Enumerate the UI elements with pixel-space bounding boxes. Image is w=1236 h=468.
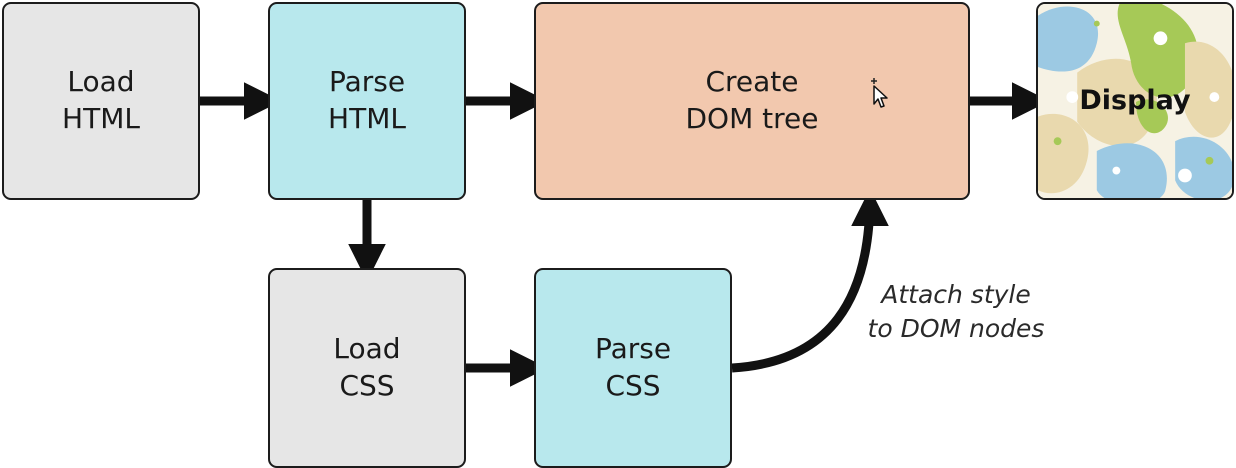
node-label: Load bbox=[333, 332, 401, 366]
node-label: Parse bbox=[328, 65, 406, 99]
node-label: HTML bbox=[62, 102, 140, 135]
node-label: Create bbox=[705, 65, 799, 99]
mouse-cursor-icon bbox=[871, 78, 888, 108]
attach-style-annotation: Attach style to DOM nodes bbox=[836, 278, 1076, 346]
node-label: HTML bbox=[328, 102, 406, 135]
node-load-css: Load CSS bbox=[268, 268, 466, 468]
node-label: Parse bbox=[594, 332, 672, 366]
annotation-line: Attach style bbox=[881, 280, 1031, 309]
node-label: Load bbox=[67, 65, 135, 99]
node-display: Display bbox=[1036, 2, 1234, 200]
node-load-html: Load HTML bbox=[2, 2, 200, 200]
node-parse-css: Parse CSS bbox=[534, 268, 732, 468]
annotation-line: to DOM nodes bbox=[867, 314, 1045, 343]
arrow-parse-css-to-create-dom bbox=[731, 188, 889, 373]
display-pattern-image bbox=[1038, 4, 1232, 198]
node-parse-html: Parse HTML bbox=[268, 2, 466, 200]
node-label: Display bbox=[1079, 85, 1191, 117]
node-label: CSS bbox=[605, 369, 661, 402]
node-label: CSS bbox=[339, 369, 395, 402]
node-create-dom-tree: Create DOM tree bbox=[534, 2, 970, 200]
node-label: DOM tree bbox=[685, 102, 819, 135]
